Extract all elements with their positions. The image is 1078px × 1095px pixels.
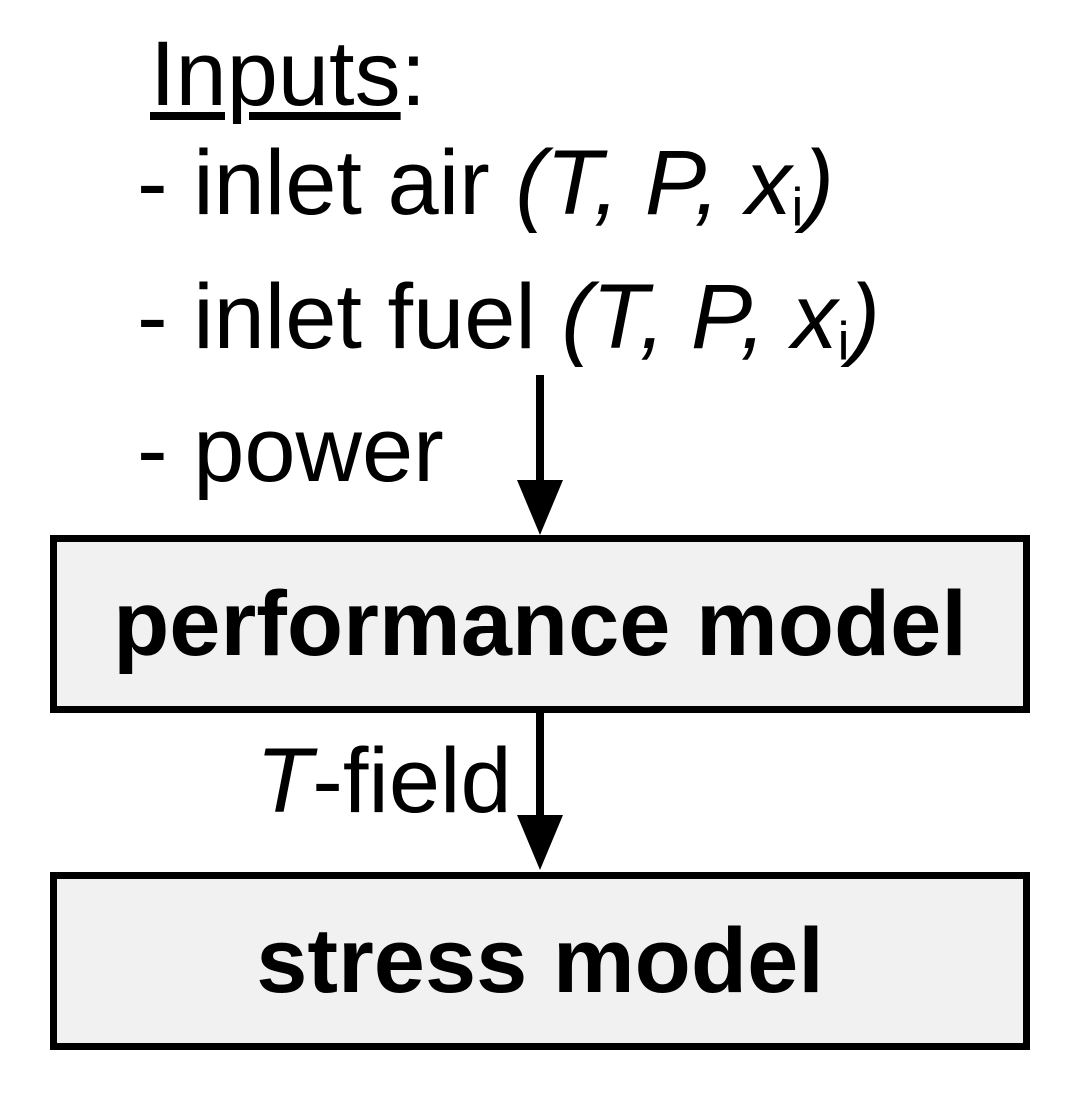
node-stress-model: stress model bbox=[50, 872, 1030, 1050]
arrow-inputs-to-performance-line bbox=[536, 375, 544, 482]
edge-label-t-field: T-field bbox=[256, 730, 512, 832]
arrow-down-icon bbox=[517, 480, 563, 535]
input-list-item-inlet-air: - inlet air (T, P, xi) bbox=[137, 132, 834, 238]
input-list-item-power: - power bbox=[137, 399, 444, 502]
arrow-down-icon bbox=[517, 815, 563, 870]
arrow-performance-to-stress-line bbox=[536, 713, 544, 817]
inputs-list: Inputs: - inlet air (T, P, xi) - inlet f… bbox=[137, 20, 880, 505]
node-stress-model-label: stress model bbox=[256, 909, 824, 1012]
inputs-heading: Inputs: bbox=[137, 20, 880, 129]
inputs-heading-colon: : bbox=[400, 23, 427, 125]
inputs-heading-label: Inputs bbox=[150, 23, 401, 125]
input-list-item-inlet-fuel: - inlet fuel (T, P, xi) bbox=[137, 265, 881, 372]
node-performance-model: performance model bbox=[50, 535, 1030, 713]
node-performance-model-label: performance model bbox=[113, 572, 967, 675]
